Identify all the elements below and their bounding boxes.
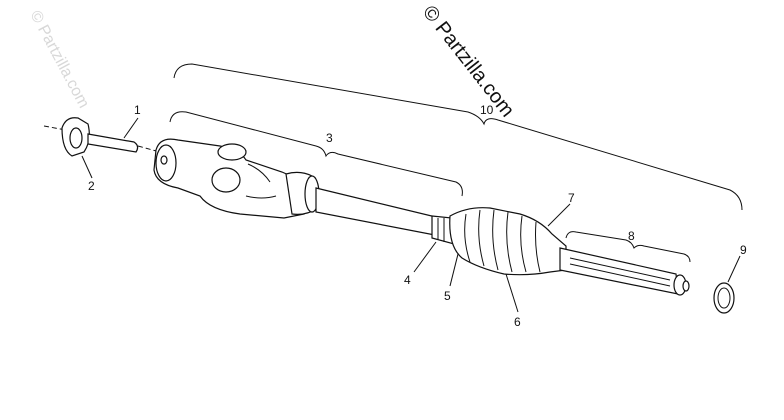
part-9-snap-ring	[713, 282, 735, 314]
callout-6: 6	[514, 315, 521, 329]
part-1-pin	[87, 133, 161, 153]
part-8-stub-shaft	[559, 247, 690, 296]
callout-3: 3	[326, 131, 333, 145]
part-3-yoke-shaft	[153, 138, 441, 237]
callout-7: 7	[568, 191, 575, 205]
callout-8: 8	[628, 229, 635, 243]
callout-2: 2	[88, 179, 95, 193]
part-6-7-boot	[449, 207, 567, 276]
callout-4: 4	[404, 273, 411, 287]
watermark-faint: © Partzilla.com	[26, 8, 92, 111]
brace-8	[565, 231, 691, 263]
leader-lines	[81, 117, 741, 313]
brace-10	[173, 63, 743, 211]
watermark-main: © Partzilla.com	[418, 2, 518, 122]
callout-9: 9	[740, 243, 747, 257]
callout-10: 10	[480, 103, 494, 117]
brace-3	[169, 111, 463, 197]
callout-5: 5	[444, 289, 451, 303]
part-2-flange	[43, 117, 90, 157]
callout-1: 1	[134, 103, 141, 117]
